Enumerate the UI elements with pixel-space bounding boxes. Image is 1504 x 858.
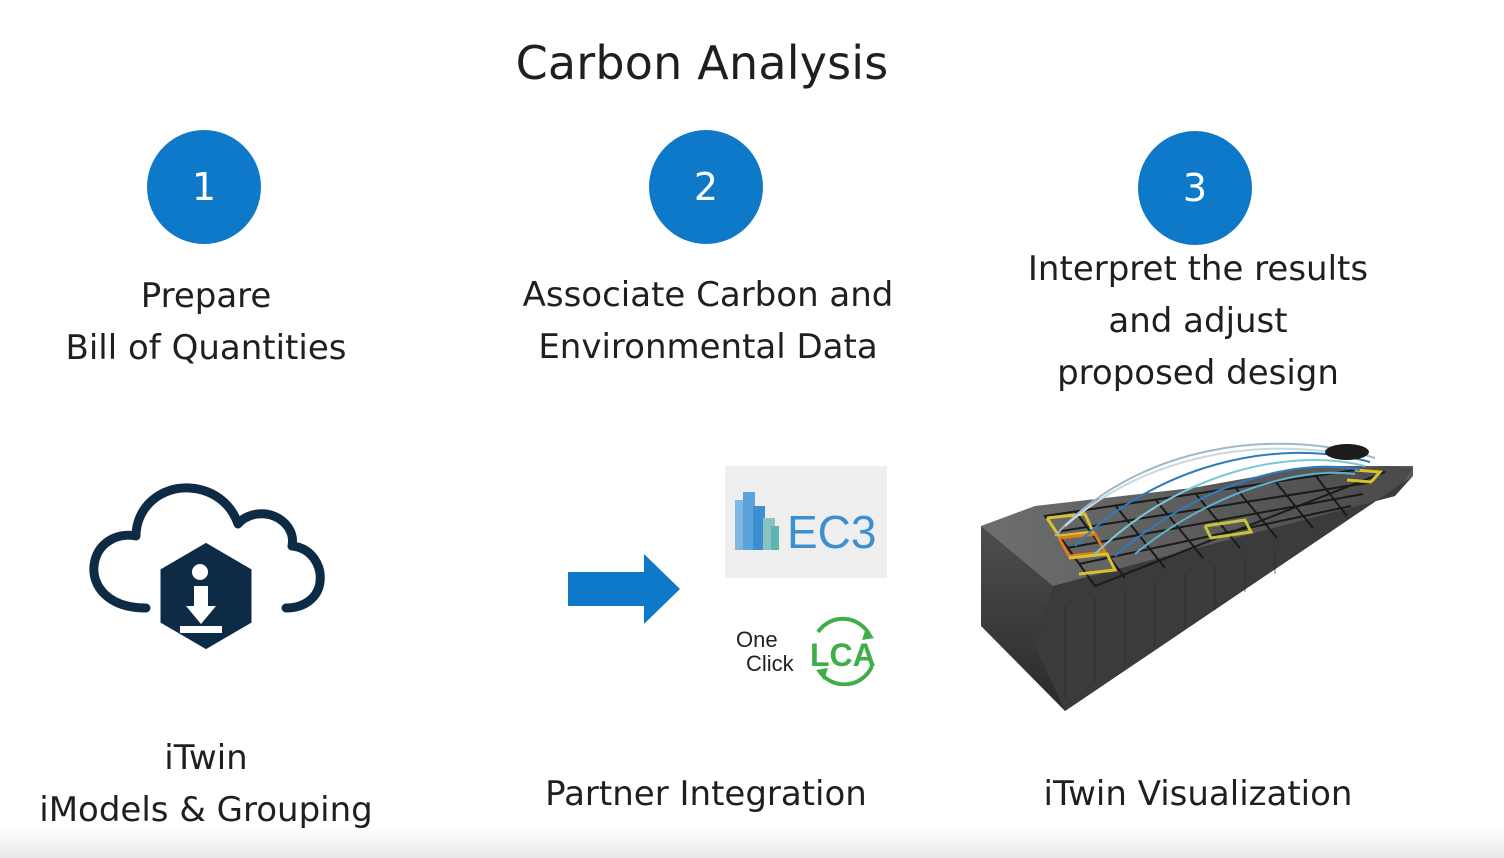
step-3-description: Interpret the results and adjust propose… [1008, 243, 1388, 399]
slide-title: Carbon Analysis [515, 36, 889, 90]
step-3-badge: 3 [1138, 131, 1252, 245]
oneclick-one-text: One [736, 627, 778, 652]
caption-itwin-line-1: iTwin [164, 738, 248, 778]
step-1-description: Prepare Bill of Quantities [46, 270, 366, 374]
oneclick-lca-text: LCA [810, 637, 876, 673]
step-3-line-2: and adjust [1108, 301, 1288, 341]
3d-building-model-image [975, 436, 1420, 716]
step-3-line-3: proposed design [1057, 353, 1339, 393]
caption-visualization-line-1: iTwin Visualization [1043, 774, 1353, 814]
step-2-badge: 2 [649, 130, 763, 244]
step-2-line-1: Associate Carbon and [522, 275, 894, 315]
step-3-line-1: Interpret the results [1027, 249, 1369, 289]
caption-itwin: iTwin iModels & Grouping [16, 732, 396, 836]
ec3-logo-text: EC3 [787, 506, 876, 558]
caption-partner-line-1: Partner Integration [545, 774, 867, 814]
one-click-lca-logo: One Click LCA [732, 614, 882, 687]
caption-partner-integration: Partner Integration [506, 768, 906, 820]
step-2-line-2: Environmental Data [538, 327, 878, 367]
caption-itwin-line-2: iModels & Grouping [39, 790, 373, 830]
right-arrow-icon [566, 552, 682, 626]
step-1-badge: 1 [147, 130, 261, 244]
step-1-line-1: Prepare [140, 276, 272, 316]
oneclick-click-text: Click [746, 651, 795, 676]
caption-itwin-visualization: iTwin Visualization [998, 768, 1398, 820]
bottom-fade [0, 828, 1504, 858]
itwin-cloud-icon [86, 478, 326, 668]
step-1-line-2: Bill of Quantities [65, 328, 347, 368]
ec3-logo: EC3 [725, 466, 887, 578]
step-2-description: Associate Carbon and Environmental Data [508, 269, 908, 373]
